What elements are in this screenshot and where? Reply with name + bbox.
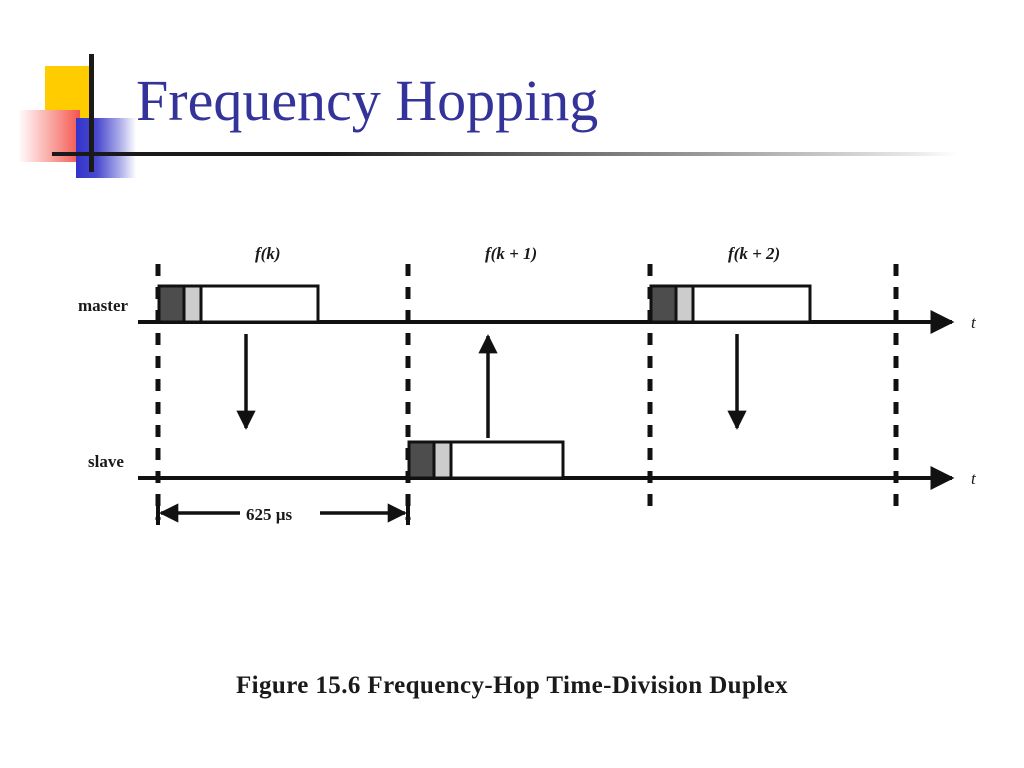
- slot-duration-label: 625 µs: [246, 505, 293, 524]
- master-packet-1-payload: [199, 284, 320, 324]
- title-underline-rule: [52, 152, 957, 156]
- master-axis-label: master: [78, 296, 128, 315]
- transfer-arrows: [236, 334, 747, 438]
- slide-header: Frequency Hopping: [0, 0, 1024, 200]
- slave-time-label: t: [971, 469, 977, 488]
- slot-label-1: f(k + 1): [485, 244, 537, 263]
- page-title: Frequency Hopping: [136, 68, 599, 133]
- slave-packet-1: [407, 440, 565, 480]
- figure-caption: Figure 15.6 Frequency-Hop Time-Division …: [236, 672, 788, 699]
- slave-packet-1-payload: [449, 440, 565, 480]
- slave-packet-1-header: [432, 440, 453, 480]
- slot-duration-dimension: 625 µs: [156, 500, 410, 525]
- master-packet-1-header: [182, 284, 203, 324]
- frequency-hop-diagram: f(k) f(k + 1) f(k + 2) master t slave t: [78, 244, 977, 525]
- master-packet-1: [157, 284, 320, 324]
- master-packet-2-access-code: [649, 284, 678, 324]
- master-packet-1-access-code: [157, 284, 186, 324]
- slot-label-2: f(k + 2): [728, 244, 780, 263]
- slot-label-0: f(k): [255, 244, 280, 263]
- logo-vertical-bar: [89, 54, 94, 172]
- slave-axis-label: slave: [88, 452, 124, 471]
- slot-labels: f(k) f(k + 1) f(k + 2): [255, 244, 780, 263]
- logo-blue-square: [76, 118, 136, 178]
- slave-packet-1-access-code: [407, 440, 436, 480]
- master-packet-2-header: [674, 284, 695, 324]
- master-packet-2: [649, 284, 812, 324]
- master-time-label: t: [971, 313, 977, 332]
- master-packet-2-payload: [691, 284, 812, 324]
